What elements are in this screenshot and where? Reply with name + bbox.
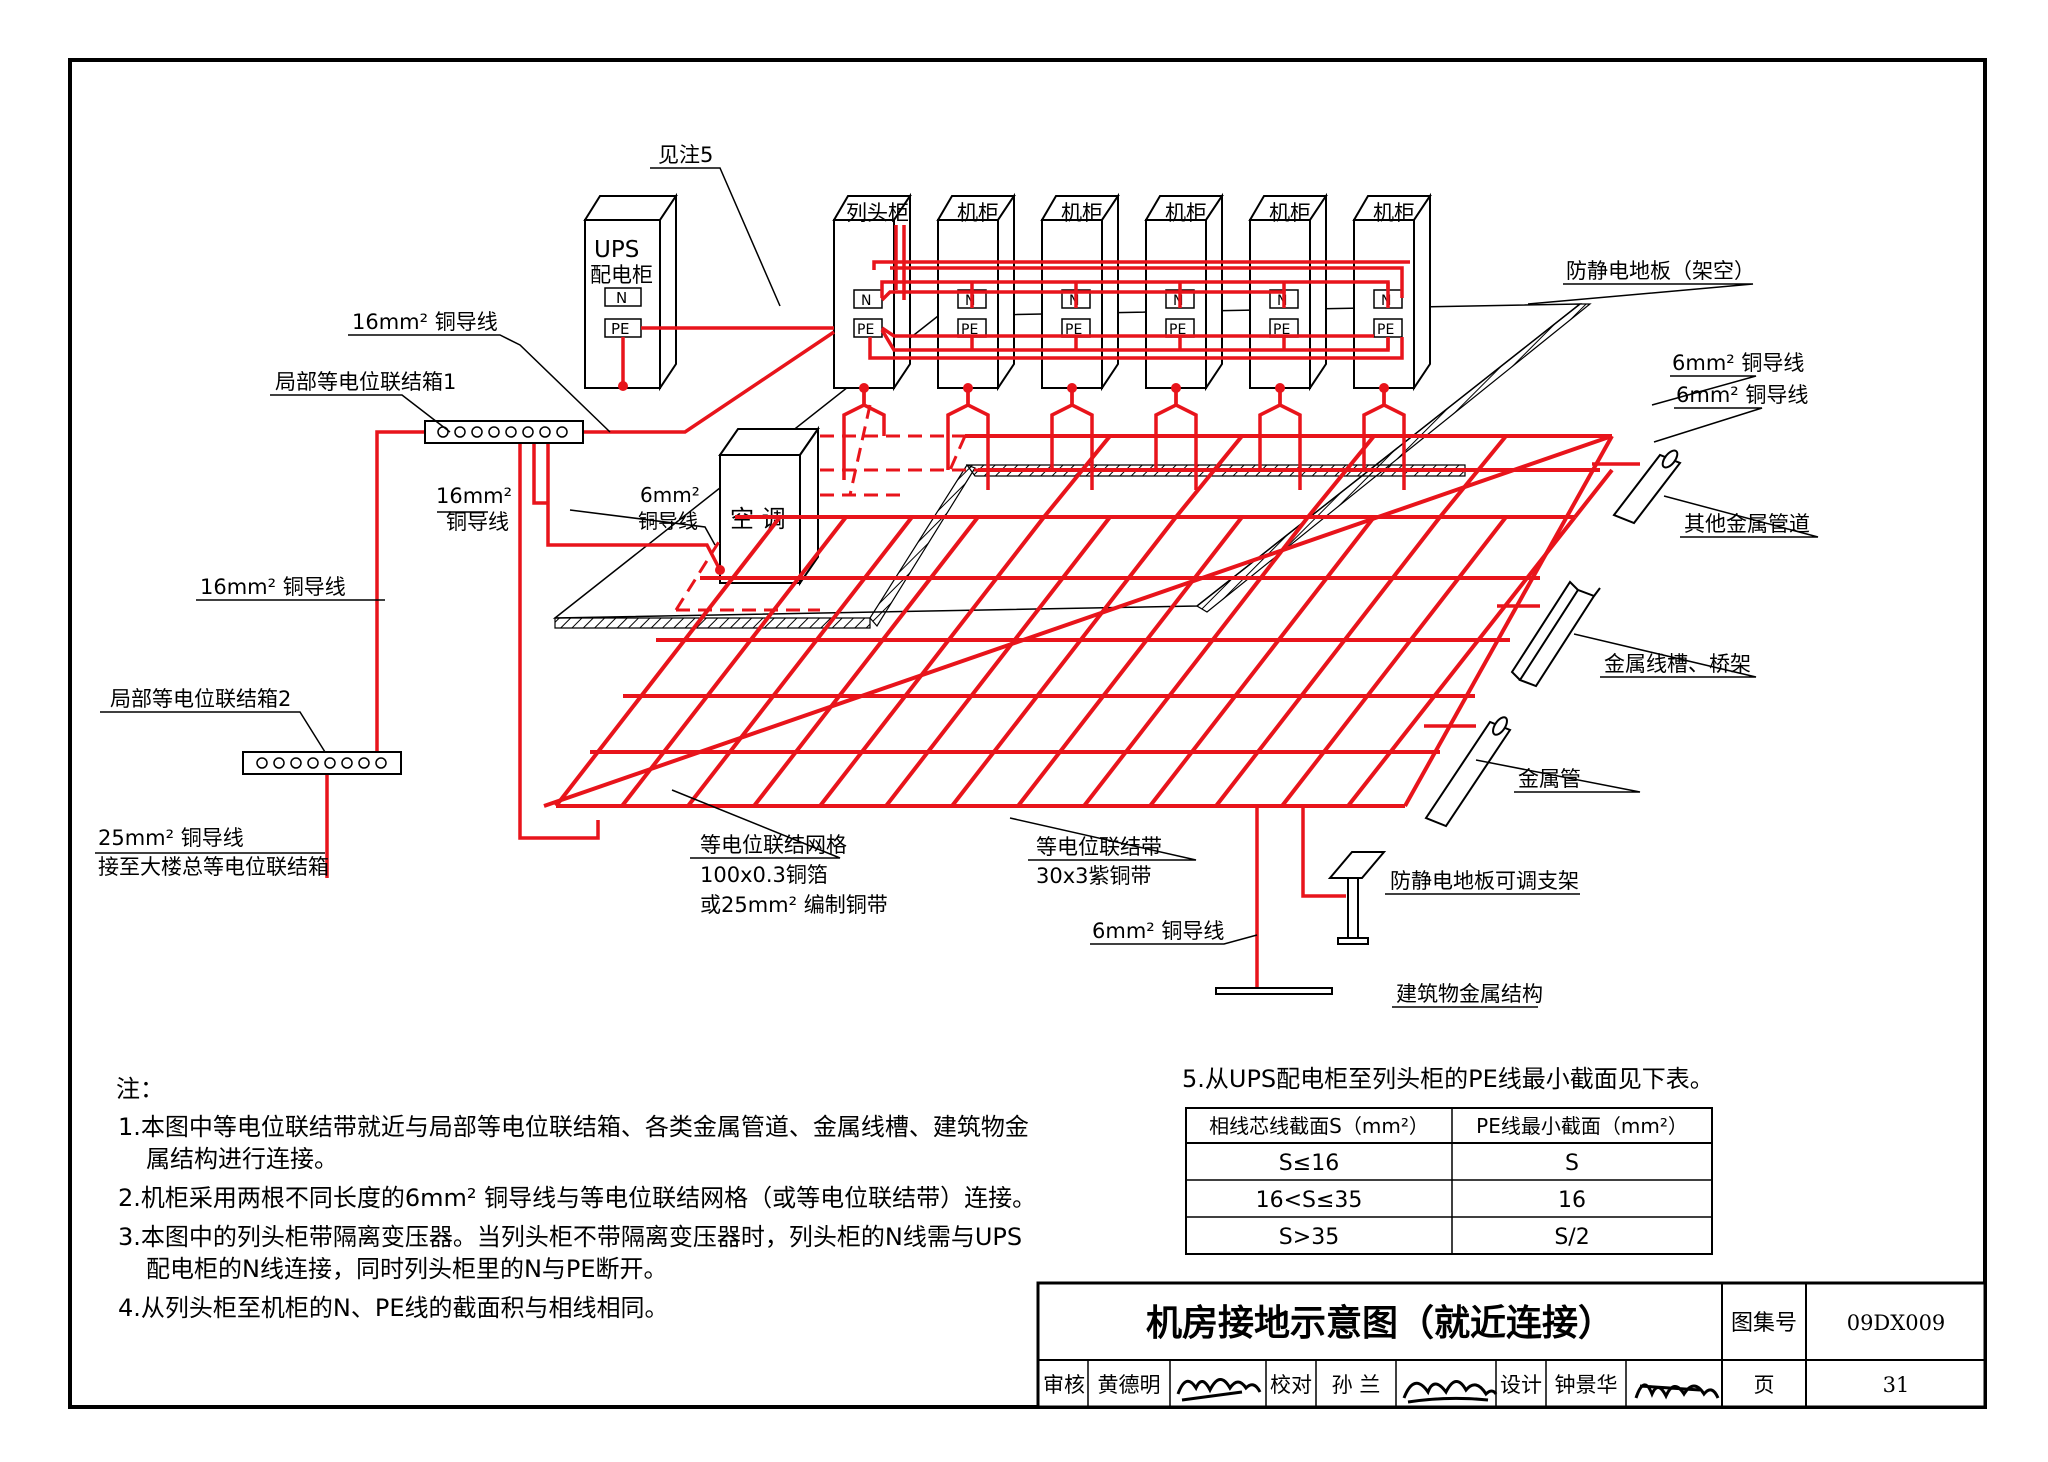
cabinet-n: N: [1381, 293, 1391, 309]
wire16-label-a: 16mm² 铜导线: [352, 310, 498, 334]
table-cell: S>35: [1279, 1225, 1339, 1250]
ups-label: UPS: [594, 237, 639, 263]
head-cabinet-n: N: [861, 293, 871, 309]
equipotential-grid: [543, 434, 1614, 808]
table-header: PE线最小截面（mm²）: [1476, 1114, 1688, 1138]
table-cell: S≤16: [1279, 1151, 1339, 1176]
wire6-label-bottom: 6mm² 铜导线: [1092, 919, 1224, 943]
wire25-destination-label: 接至大楼总等电位联结箱: [98, 855, 329, 879]
wire6-aircon-label: 6mm²: [640, 483, 700, 507]
metal-tray-label: 金属线槽、桥架: [1604, 652, 1751, 676]
table-cell: 16<S≤35: [1256, 1188, 1363, 1213]
cabinet-pe: PE: [961, 322, 978, 338]
check-label: 校对: [1270, 1373, 1312, 1397]
wire6-label-r1: 6mm² 铜导线: [1672, 351, 1804, 375]
wire16-label-b2: 铜导线: [446, 510, 509, 534]
notes: 注： 1.本图中等电位联结带就近与局部等电位联结箱、各类金属管道、金属线槽、建筑…: [116, 1065, 1714, 1322]
pe-section-table: 相线芯线截面S（mm²） PE线最小截面（mm²） S≤16 S 16<S≤35…: [1185, 1107, 1713, 1255]
other-metal-pipe-label: 其他金属管道: [1684, 512, 1810, 536]
terminal-dots: [618, 381, 1389, 575]
cabinet-label: 机柜: [1373, 201, 1415, 225]
cabinet-pe: PE: [1065, 322, 1082, 338]
wire25-label: 25mm² 铜导线: [98, 826, 244, 850]
cabinet-pe: PE: [1377, 322, 1394, 338]
head-cabinet-label: 列头柜: [846, 201, 909, 225]
bonding-strip-label: 等电位联结带: [1036, 835, 1162, 859]
wire6-label-r2: 6mm² 铜导线: [1676, 383, 1808, 407]
other-metal-pipe: [1612, 449, 1682, 525]
ups-distribution-cabinet: UPS 配电柜 N PE: [583, 192, 678, 392]
note-2: 2.机柜采用两根不同长度的6mm² 铜导线与等电位联结网格（或等电位联结带）连接…: [118, 1184, 1036, 1212]
reviewer-signature: [1176, 1378, 1262, 1402]
drawing-title: 机房接地示意图（就近连接）: [1146, 1303, 1614, 1344]
note-1-cont: 属结构进行连接。: [146, 1145, 338, 1173]
designer-signature: [1634, 1383, 1720, 1400]
red-conductors: [325, 225, 1640, 990]
grid-material-label: 100x0.3铜箔: [700, 863, 828, 887]
cabinet-pe: PE: [1169, 322, 1186, 338]
head-cabinet: 列头柜 N PE: [832, 192, 912, 392]
cabinet-n: N: [1173, 293, 1183, 309]
cabinet-n: N: [1069, 293, 1079, 309]
grid-label: 等电位联结网格: [700, 833, 847, 857]
table-cell: 16: [1558, 1188, 1586, 1213]
grid-dashed-under-floor: [674, 404, 978, 612]
reviewer-name: 黄德明: [1098, 1373, 1161, 1397]
checker-signature: [1402, 1380, 1498, 1404]
design-label: 设计: [1500, 1373, 1542, 1397]
cabinet-label: 机柜: [957, 201, 999, 225]
cabinet-pe: PE: [1273, 322, 1290, 338]
raised-floor-label: 防静电地板（架空）: [1566, 259, 1755, 283]
notes-heading: 注：: [116, 1075, 164, 1103]
metal-cable-tray: [1510, 580, 1601, 688]
note-1: 1.本图中等电位联结带就近与局部等电位联结箱、各类金属管道、金属线槽、建筑物金: [118, 1113, 1029, 1141]
cabinet-n: N: [1277, 293, 1287, 309]
cabinet-label: 机柜: [1165, 201, 1207, 225]
see-note5-label: 见注5: [658, 143, 713, 167]
page-number: 31: [1883, 1373, 1910, 1397]
note-4: 4.从列头柜至机柜的N、PE线的截面积与相线相同。: [118, 1294, 669, 1322]
diagram-labels: 见注5 16mm² 铜导线 局部等电位联结箱1 16mm² 铜导线 6mm² 铜…: [98, 143, 1810, 1006]
atlas-number: 09DX009: [1847, 1311, 1946, 1335]
ups-n-terminal: N: [616, 289, 627, 307]
building-structure-label: 建筑物金属结构: [1396, 982, 1543, 1006]
ups-pe-terminal: PE: [611, 320, 630, 338]
metal-pipe: [1424, 716, 1512, 828]
note-3-cont: 配电柜的N线连接，同时列头柜里的N与PE断开。: [146, 1255, 668, 1283]
local-bonding-box-2-label: 局部等电位联结箱2: [110, 687, 291, 711]
floor-adjustable-support: [1327, 851, 1387, 945]
review-label: 审核: [1043, 1373, 1085, 1397]
cabinet-label: 机柜: [1061, 201, 1103, 225]
metal-pipe-label: 金属管: [1518, 767, 1581, 791]
title-block: 机房接地示意图（就近连接） 图集号 09DX009 审核 黄德明 校对 孙 兰 …: [1036, 1281, 1987, 1409]
cabinet-label: 机柜: [1269, 201, 1311, 225]
sheet-border: [68, 58, 1987, 1409]
head-cabinet-pe: PE: [857, 322, 874, 338]
table-header: 相线芯线截面S（mm²）: [1209, 1114, 1429, 1138]
floor-support-label: 防静电地板可调支架: [1390, 869, 1579, 893]
air-conditioner: 空 调: [718, 425, 820, 587]
atlas-number-label: 图集号: [1731, 1311, 1797, 1336]
grid-alt-material-label: 或25mm² 编制铜带: [700, 893, 888, 917]
note-3: 3.本图中的列头柜带隔离变压器。当列头柜不带隔离变压器时，列头柜的N线需与UPS: [118, 1223, 1022, 1251]
checker-name: 孙 兰: [1332, 1373, 1381, 1397]
wire16-label-c: 16mm² 铜导线: [200, 575, 346, 599]
local-bonding-box-2: [242, 751, 402, 775]
page-label: 页: [1754, 1373, 1775, 1397]
cabinet-row: 列头柜 N PE 机柜 N PE 机柜 N PE: [832, 192, 1432, 392]
cabinet-n: N: [965, 293, 975, 309]
ups-label-2: 配电柜: [590, 263, 653, 287]
bonding-strip-material-label: 30x3紫铜带: [1036, 864, 1152, 888]
local-bonding-box-1: [424, 420, 584, 444]
wire6-aircon-label-2: 铜导线: [638, 509, 698, 533]
table-cell: S/2: [1554, 1225, 1589, 1250]
table-cell: S: [1565, 1151, 1579, 1176]
designer-name: 钟景华: [1555, 1373, 1618, 1397]
building-metal-structure: [1215, 987, 1333, 995]
local-bonding-box-1-label: 局部等电位联结箱1: [275, 370, 456, 394]
wire16-label-b: 16mm²: [436, 484, 512, 508]
note-5: 5.从UPS配电柜至列头柜的PE线最小截面见下表。: [1182, 1065, 1714, 1093]
leader-lines: [95, 167, 1819, 1008]
